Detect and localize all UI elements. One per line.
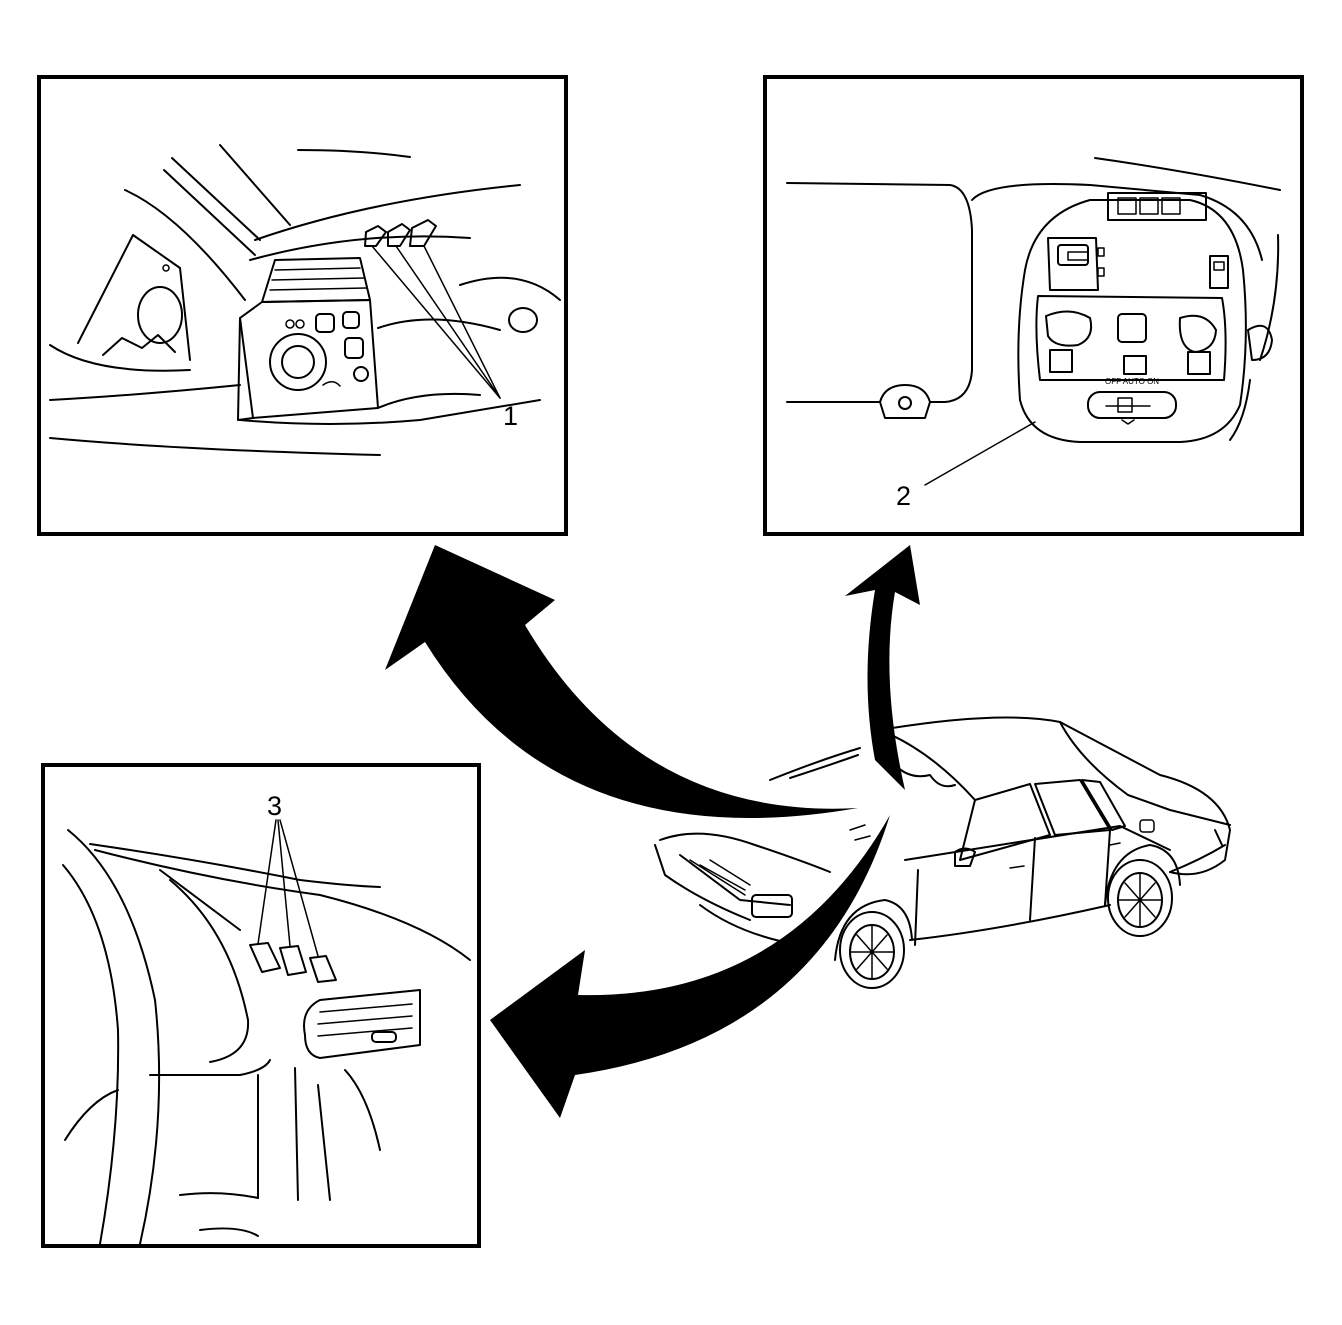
callout-3-leader-a <box>257 819 277 945</box>
callout-1-leader-b <box>395 245 501 399</box>
callout-2-leader <box>924 421 1036 486</box>
arrow-to-panel-2 <box>845 545 920 790</box>
overhead-console <box>1017 199 1247 443</box>
panel-2-overhead-console: OFF AUTO ON 2 <box>763 75 1304 536</box>
panel-2-frame <box>763 75 1304 536</box>
callout-1-leader-a <box>371 245 501 399</box>
rear-wheel <box>1104 844 1181 937</box>
callout-3-leader-b <box>277 819 291 947</box>
front-wheel <box>834 899 913 989</box>
connector-1-group <box>364 219 437 247</box>
callout-3-leader-c <box>279 819 319 957</box>
panel-1-instrument-panel: 1 <box>37 75 568 536</box>
callout-2: 2 <box>896 481 911 511</box>
panel-3-frame <box>41 763 481 1248</box>
connector-3-group <box>249 942 337 983</box>
panel-1-frame <box>37 75 568 536</box>
arrow-to-panel-1 <box>385 545 858 819</box>
panel-3-instrument-panel-left: 3 <box>41 763 481 1248</box>
vehicle-illustration <box>654 716 1231 989</box>
overhead-switch-label: OFF AUTO ON <box>1105 377 1159 386</box>
callout-1: 1 <box>503 401 518 431</box>
callout-1-leader-c <box>423 245 501 399</box>
callout-3: 3 <box>267 791 282 821</box>
arrow-to-panel-3 <box>490 815 890 1118</box>
